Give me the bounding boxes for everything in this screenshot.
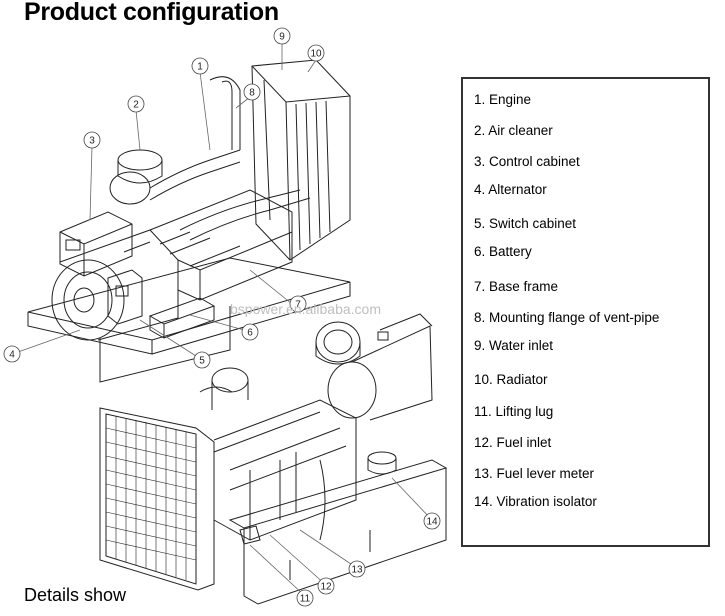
legend-item-vent-pipe-flange: 8. Mounting flange of vent-pipe xyxy=(474,310,660,325)
details-caption: Details show xyxy=(24,585,127,605)
callout-6: 6 xyxy=(241,323,259,341)
callout-9: 9 xyxy=(273,27,291,45)
legend-item-radiator: 10. Radiator xyxy=(474,372,548,387)
top-generator-drawing xyxy=(27,59,351,383)
svg-text:8: 8 xyxy=(249,88,255,99)
legend-item-battery: 6. Battery xyxy=(474,244,532,259)
callout-13: 13 xyxy=(348,560,366,578)
page-title: Product configuration xyxy=(24,0,279,26)
callout-3: 3 xyxy=(83,131,101,149)
callout-1: 1 xyxy=(191,57,209,75)
legend-item-fuel-lever-meter: 13. Fuel lever meter xyxy=(474,466,595,481)
callout-14: 14 xyxy=(423,512,441,530)
svg-text:11: 11 xyxy=(300,594,311,605)
svg-text:13: 13 xyxy=(351,565,363,576)
callout-markers: 1 2 3 4 5 6 7 8 9 10 11 12 13 14 xyxy=(3,27,441,607)
svg-text:5: 5 xyxy=(199,356,205,367)
svg-text:1: 1 xyxy=(197,62,203,73)
bottom-generator-drawing xyxy=(99,313,448,605)
legend-item-alternator: 4. Alternator xyxy=(474,182,547,197)
parts-legend: 1. Engine 2. Air cleaner 3. Control cabi… xyxy=(461,77,710,547)
legend-item-base-frame: 7. Base frame xyxy=(474,279,559,294)
legend-item-fuel-inlet: 12. Fuel inlet xyxy=(474,435,552,450)
callout-2: 2 xyxy=(127,95,145,113)
legend-item-control-cabinet: 3. Control cabinet xyxy=(474,154,580,169)
callout-10: 10 xyxy=(307,44,325,62)
callout-4: 4 xyxy=(3,345,21,363)
watermark: bspower.en.alibaba.com xyxy=(230,301,381,317)
callout-5: 5 xyxy=(193,351,211,369)
svg-text:4: 4 xyxy=(9,350,15,361)
legend-item-switch-cabinet: 5. Switch cabinet xyxy=(474,216,577,231)
svg-text:7: 7 xyxy=(295,300,301,311)
legend-item-lifting-lug: 11. Lifting lug xyxy=(474,404,554,419)
legend-item-air-cleaner: 2. Air cleaner xyxy=(474,123,553,138)
svg-text:9: 9 xyxy=(279,32,285,43)
svg-text:2: 2 xyxy=(133,100,139,111)
callout-12: 12 xyxy=(317,577,335,595)
svg-text:14: 14 xyxy=(426,517,438,528)
svg-text:3: 3 xyxy=(89,136,95,147)
svg-text:12: 12 xyxy=(320,582,332,593)
legend-item-vibration-isolator: 14. Vibration isolator xyxy=(474,494,597,509)
callout-7: 7 xyxy=(289,295,307,313)
svg-text:6: 6 xyxy=(247,328,253,339)
callout-8: 8 xyxy=(243,83,261,101)
svg-text:10: 10 xyxy=(310,49,322,60)
callout-11: 11 xyxy=(296,589,314,607)
legend-item-engine: 1. Engine xyxy=(474,92,532,107)
legend-item-water-inlet: 9. Water inlet xyxy=(474,338,554,353)
